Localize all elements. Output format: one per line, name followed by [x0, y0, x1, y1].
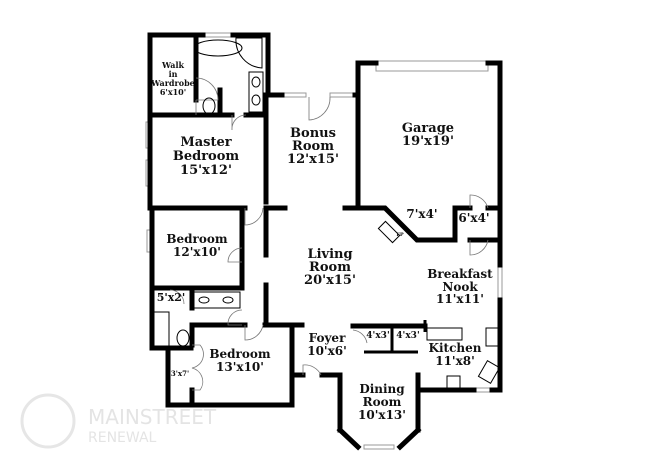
walls — [147, 32, 503, 451]
watermark-logo: MAINSTREET RENEWAL — [20, 393, 217, 449]
room-name-foyer: Foyer — [309, 331, 346, 345]
room-size-closet-5x2: 5'x2' — [157, 291, 186, 304]
room-size-closet-4x3-a: 4'x3' — [366, 331, 389, 341]
room-size-kitchen: 11'x8' — [435, 354, 475, 368]
room-name-bedroom-2: Bedroom — [166, 232, 227, 246]
room-name-garage: Garage — [402, 121, 454, 136]
room-size-bedroom-3: 13'x10' — [216, 360, 264, 374]
room-size-nook: 11'x11' — [436, 292, 484, 306]
room-size-closet-7x4: 7'x4' — [406, 207, 437, 221]
room-size-closet-6x4: 6'x4' — [458, 211, 489, 225]
room-size-foyer: 10'x6' — [307, 344, 347, 358]
room-size-closet-4x3-b: 4'x3' — [396, 331, 419, 341]
room-size-wardrobe: 6'x10' — [160, 87, 186, 97]
doors-and-fixtures — [153, 37, 501, 391]
room-size-master: 15'x12' — [180, 163, 232, 178]
watermark-line1: MAINSTREET — [88, 405, 217, 429]
room-name-bedroom-3: Bedroom — [209, 347, 270, 361]
room-size-bedroom-2: 12'x10' — [173, 245, 221, 259]
room-size-living: 20'x15' — [304, 273, 356, 288]
fireplace-label: FP — [396, 232, 404, 238]
watermark-line2: RENEWAL — [88, 430, 157, 446]
room-size-dining: 10'x13' — [358, 408, 406, 422]
room-size-closet-3x7: 3'x7' — [171, 369, 189, 378]
room-name-kitchen: Kitchen — [429, 341, 482, 355]
room-size-bonus: 12'x15' — [287, 152, 339, 167]
room-size-garage: 19'x19' — [402, 134, 454, 149]
